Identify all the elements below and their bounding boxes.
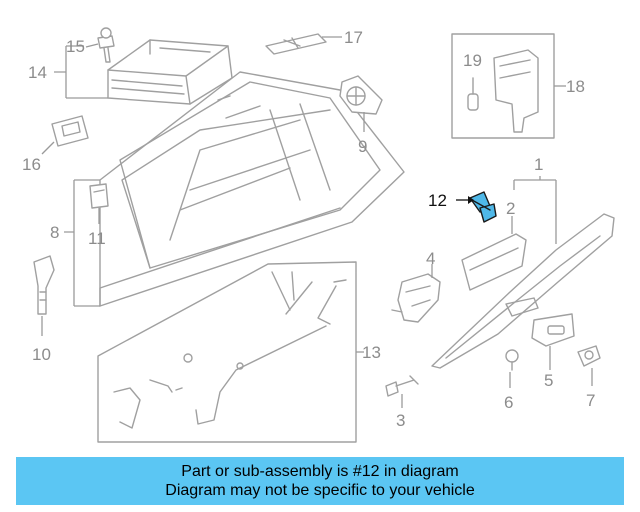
part-18-box	[451, 33, 555, 139]
part-8-glovebox-housing	[99, 71, 405, 307]
callout-14: 14	[28, 63, 47, 82]
callout-10: 10	[32, 345, 51, 364]
part-2-panel	[461, 233, 527, 291]
part-1-glovebox-door	[431, 213, 615, 369]
callout-4: 4	[426, 249, 435, 268]
parts-diagram: 15 14 17 16 8 9 11	[22, 27, 615, 443]
callout-7: 7	[586, 391, 595, 410]
part-10-hinge	[33, 255, 55, 315]
banner-line-1: Part or sub-assembly is #12 in diagram	[181, 463, 459, 480]
callout-13: 13	[362, 343, 381, 362]
banner-line-2: Diagram may not be specific to your vehi…	[165, 482, 475, 499]
part-3-pin	[385, 375, 419, 397]
callout-14-bracket-leader	[54, 45, 108, 99]
callout-8: 8	[50, 223, 59, 242]
callout-5: 5	[544, 371, 553, 390]
part-19-bulb	[467, 77, 479, 111]
callout-6: 6	[504, 393, 513, 412]
part-17-pad	[265, 33, 327, 55]
callout-12: 12	[428, 191, 447, 210]
part-16-latch	[51, 115, 89, 147]
callout-2: 2	[506, 199, 515, 218]
callout-15: 15	[66, 37, 85, 56]
part-7-cap	[577, 345, 601, 367]
part-11-clip	[89, 183, 109, 209]
callout-3: 3	[396, 411, 405, 430]
part-12-clip-highlighted	[469, 191, 497, 223]
callout-12-arrowhead	[468, 196, 474, 204]
callout-8-leader	[64, 179, 100, 307]
callout-9: 9	[358, 137, 367, 156]
callout-17: 17	[344, 28, 363, 47]
callout-16: 16	[22, 155, 41, 174]
callout-16-leader	[41, 141, 55, 155]
callout-19: 19	[463, 51, 482, 70]
part-5-lock	[531, 313, 575, 347]
callout-1-leader	[513, 176, 557, 244]
callout-11: 11	[88, 229, 106, 248]
part-6-screw	[505, 349, 519, 371]
info-banner: Part or sub-assembly is #12 in diagram D…	[16, 457, 624, 505]
part-15-bolt	[97, 27, 115, 63]
part-4-bracket	[391, 273, 441, 323]
callout-15-leader	[85, 43, 99, 48]
callout-18: 18	[566, 77, 585, 96]
callout-1: 1	[534, 155, 543, 174]
part-9-damper	[339, 75, 383, 115]
